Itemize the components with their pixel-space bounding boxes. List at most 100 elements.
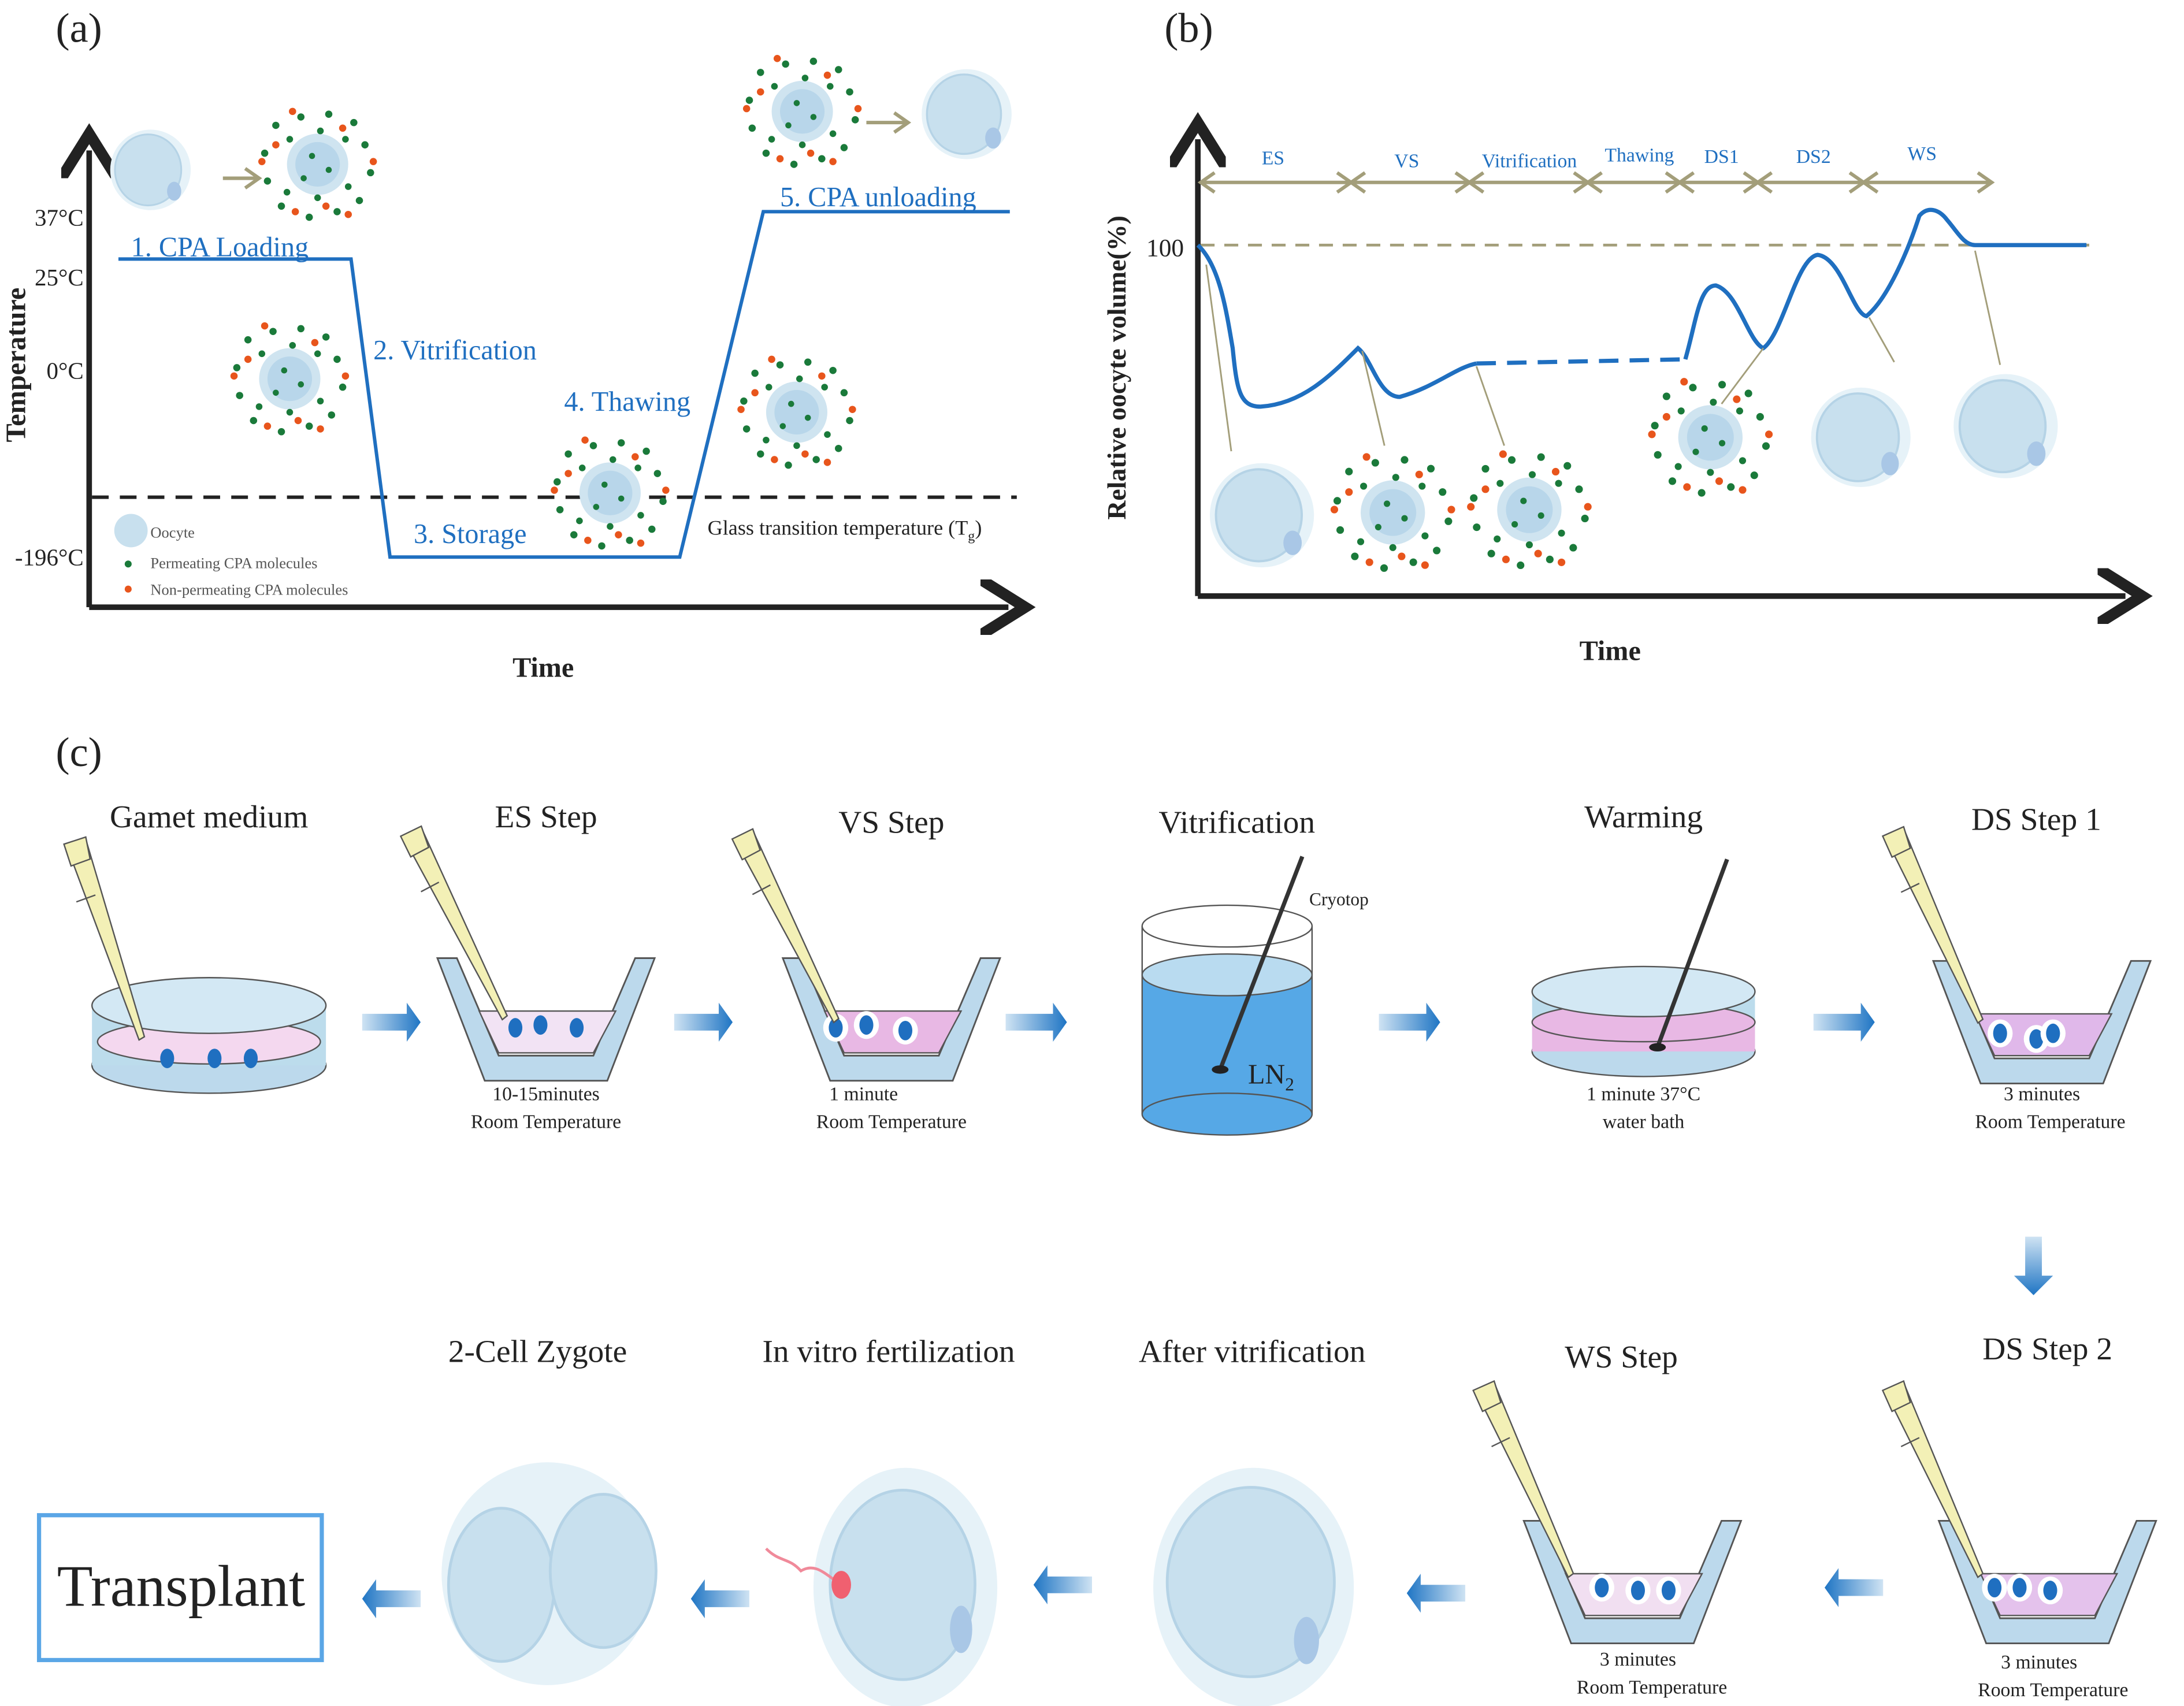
oocyte-icon [1153,1467,1354,1706]
cryotop-label: Cryotop [1309,889,1369,909]
legend-label: Oocyte [150,523,195,541]
pointer-lines [1205,250,2001,452]
phase-label: VS [1394,150,1419,172]
cpa-loaded-cell-icon [737,355,856,469]
sperm-icon [765,1547,837,1582]
step-title: Vitrification [1158,805,1315,840]
legend-label: Permeating CPA molecules [150,555,317,572]
cpa-loaded-cell-icon [742,54,862,168]
oocyte-icon [1810,386,1912,488]
step-label: 2. Vitrification [373,335,537,366]
step-note: Room Temperature [1978,1679,2128,1701]
arrow-right-icon [1005,1002,1067,1042]
arrow-left-icon [362,1579,421,1619]
arrow-left-icon [690,1579,749,1619]
cpa-loaded-cell-icon [258,107,377,221]
panel-c: (c) Gamet medium ES Step VS Step Vitrifi… [36,729,2157,1706]
phase-label: Thawing [1604,145,1674,166]
step-note: Room Temperature [816,1112,967,1133]
panel-a-label: (a) [56,5,102,51]
legend-oocyte-icon [114,514,148,548]
pipette-icon [1881,818,1984,1035]
culture-well [782,957,1001,1082]
y-axis-label: Relative oocyte volume(%) [1102,215,1131,520]
step-note: 3 minutes [2004,1083,2080,1105]
step-note: 1 minute 37°C [1587,1083,1700,1105]
step-title: Warming [1584,799,1703,834]
arrow-down-icon [2014,1236,2053,1295]
cpa-loaded-cell-icon [230,322,350,436]
phase-label: Vitrification [1482,150,1577,172]
phase-label: WS [1907,143,1937,165]
pipette-icon [1471,1372,1575,1589]
step-title: In vitro fertilization [762,1334,1015,1369]
step-title: WS Step [1565,1339,1678,1374]
step-label: 3. Storage [414,519,526,549]
petri-dish [91,977,327,1094]
cryotop-icon [1218,856,1305,1071]
arrow-left-icon [1824,1568,1884,1607]
legend: Oocyte Permeating CPA molecules Non-perm… [114,514,348,598]
culture-well [1522,1519,1742,1644]
flow-arrows-bottom [362,1565,1884,1619]
transplant-label: Transplant [57,1553,305,1618]
step-label: 5. CPA unloading [780,182,976,213]
arrow-left-icon [1406,1573,1466,1613]
arrow-left-icon [1033,1565,1092,1605]
legend-non-permeating-icon [124,585,132,593]
y-tick: 25°C [35,264,84,291]
temperature-curve [118,210,1010,559]
panel-b: (b) Relative oocyte volume(%) Time 100 E… [1102,5,2126,667]
warming-dish [1531,965,1756,1077]
flow-arrows-top [362,1002,2053,1295]
tg-label: Glass transition temperature (Tg) [708,516,982,544]
step-note: water bath [1603,1112,1685,1133]
x-axis-label: Time [1580,636,1641,667]
panel-c-label: (c) [56,729,102,775]
y-tick: 0°C [47,358,84,384]
arrow-right-icon [1813,1002,1875,1042]
step-title: VS Step [838,805,944,840]
step-note: 10-15minutes [492,1083,600,1105]
step-title: After vitrification [1139,1334,1366,1369]
cpa-loaded-cell-icon [551,436,670,550]
ln2-beaker [1141,904,1313,1136]
phase-arrows [1197,171,1995,194]
arrow-right-icon [1379,1002,1440,1042]
step-title: DS Step 2 [1982,1331,2112,1366]
culture-well [436,957,656,1082]
culture-well [1938,1519,2157,1644]
cpa-loaded-cell-icon [1330,453,1455,572]
step-note: Room Temperature [1975,1112,2125,1133]
fertilization-icon [765,1467,998,1706]
step-title: 2-Cell Zygote [448,1334,627,1369]
step-note: Room Temperature [1577,1677,1727,1698]
legend-label: Non-permeating CPA molecules [150,581,348,598]
oocyte-icon [920,68,1013,161]
x-axis-label: Time [512,653,574,683]
step-title: ES Step [495,799,597,834]
ln2-label: LN2 [1248,1059,1294,1094]
oocyte-icon [109,128,192,211]
step-title: Gamet medium [110,799,308,834]
step-note: 3 minutes [2001,1652,2077,1673]
culture-well [1932,960,2152,1084]
volume-curve-dashed [1476,357,1685,366]
transplant-box [36,1513,324,1663]
step-note: 3 minutes [1600,1649,1676,1670]
phase-label: DS2 [1796,146,1831,168]
step-label: 1. CPA Loading [131,232,309,263]
arrow-right-icon [362,1002,421,1042]
y-tick: 100 [1146,235,1184,262]
y-tick: 37°C [35,205,84,231]
y-axis-label: Temperature [1,288,31,443]
pipette-icon [1881,1372,1984,1589]
step-note: 1 minute [829,1083,898,1105]
pipette-icon [730,819,840,1036]
cryotop-icon [1655,858,1729,1049]
arrow-right-icon [674,1002,733,1042]
panel-a: (a) Temperature Time 37°C 25°C 0°C -196°… [1,5,1016,683]
phase-label: ES [1262,147,1284,169]
cpa-unloading-cell-icon [1648,378,1773,497]
